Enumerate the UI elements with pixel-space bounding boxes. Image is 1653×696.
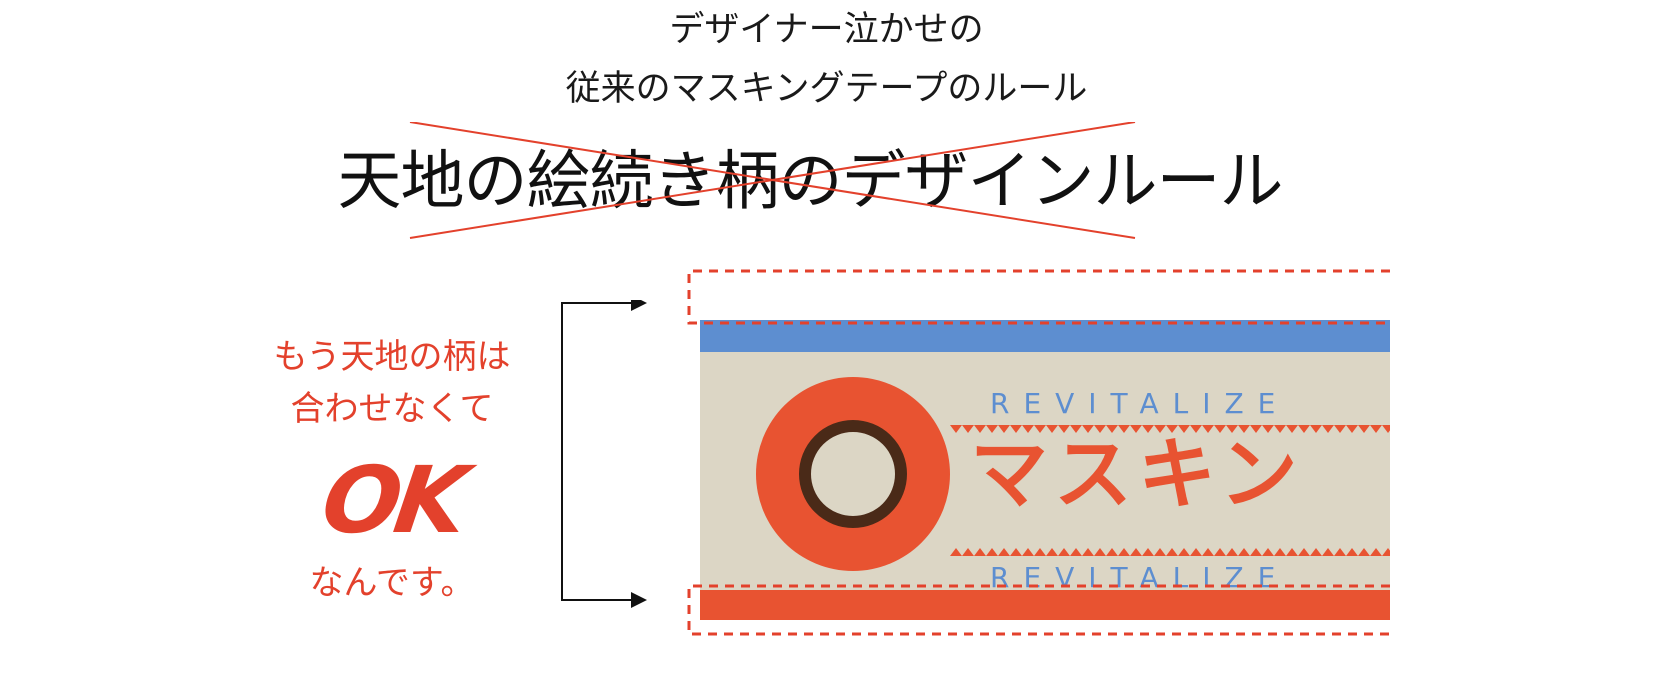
heading-text: 天地の絵続き柄のデザインルール	[337, 145, 1284, 219]
strike-cross-icon	[409, 122, 1136, 239]
masking-tape: REVITALIZE マスキン REVITALIZE	[700, 320, 1390, 620]
message-line-1: もう天地の柄は	[273, 337, 511, 377]
dashed-guide-bottom	[687, 584, 1390, 636]
strike-line-2	[409, 122, 1136, 239]
dashed-guide-top	[687, 269, 1390, 325]
dashed-guide-icon	[687, 269, 1390, 636]
tape-circle-logo-icon	[756, 377, 950, 571]
subtitle-line-1: デザイナー泣かせの	[669, 10, 984, 50]
tape-sample: REVITALIZE マスキン REVITALIZE	[685, 268, 1390, 643]
arrow-head-top	[631, 300, 647, 311]
message-line-2: 合わせなくて	[290, 389, 494, 429]
tape-bottom-band	[700, 590, 1390, 620]
zigzag-bottom-icon	[950, 546, 1390, 556]
ok-text: OK	[315, 447, 469, 554]
zigzag-top-icon	[950, 425, 1390, 435]
subtitle-line-2: 従来のマスキングテープのルール	[565, 69, 1088, 109]
tape-top-band	[700, 320, 1390, 352]
tape-title-text: マスキン	[970, 430, 1304, 520]
bracket-arrows-icon	[561, 300, 647, 608]
struck-heading: 天地の絵続き柄のデザインルール	[300, 122, 1350, 252]
bracket-line	[561, 302, 645, 601]
arrow-head-bottom	[631, 592, 647, 608]
revitalize-top-text: REVITALIZE	[990, 387, 1290, 420]
message-line-3: なんです。	[309, 563, 475, 603]
